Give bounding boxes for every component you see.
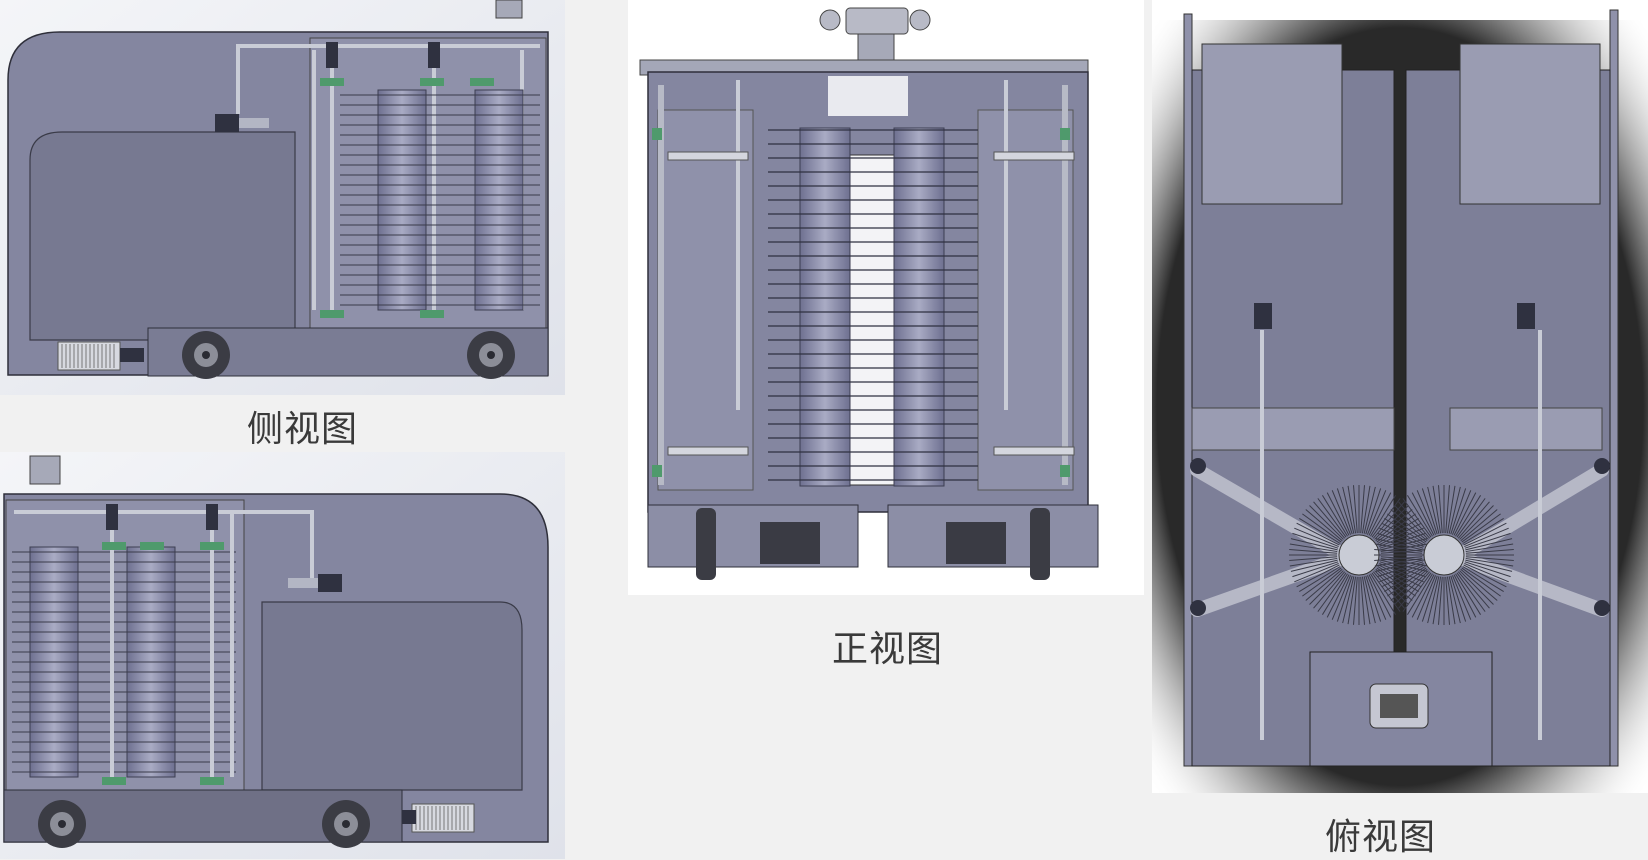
wheel-icon [322,800,370,848]
brush-roller-right [893,127,945,487]
radiator-icon [402,803,475,833]
top-view-caption: 俯视图 [1325,817,1437,858]
brush-bristles [340,94,540,306]
top-view-drawing [1152,0,1648,793]
side-view-panel [0,0,565,395]
pump-icon [215,114,269,132]
side-view-drawing [0,0,565,395]
rear-side-view-drawing [0,452,565,859]
brush-roller-2 [474,89,524,311]
wheel-icon [467,331,515,379]
front-view-drawing [628,0,1144,595]
camera-icon [819,7,931,63]
brush-bristles [768,129,978,481]
top-view-panel [1152,0,1648,793]
radiator-icon [57,341,144,371]
front-view-caption: 正视图 [832,629,944,670]
wheel-icon [182,331,230,379]
side-view-caption: 侧视图 [247,409,359,450]
motor-icon [760,522,1006,564]
clamps [320,78,494,318]
front-view-panel [628,0,1144,595]
wheel-icon [696,508,1050,580]
brush-roller-left [799,127,851,487]
brush-icon [1374,485,1514,625]
pump-icon [1254,303,1535,329]
motor-icon [1369,683,1429,729]
brush-roller-1 [377,89,427,311]
wheel-icon [38,800,86,848]
rear-side-view-panel [0,452,565,859]
brush-bristles [12,551,236,773]
pump-icon [288,574,342,592]
